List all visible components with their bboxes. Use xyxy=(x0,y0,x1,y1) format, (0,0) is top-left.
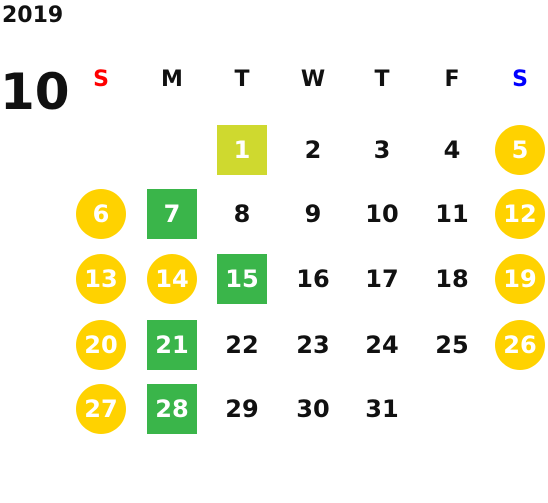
day-cell[interactable]: 29 xyxy=(225,395,259,423)
day-cell[interactable]: 17 xyxy=(365,265,399,293)
day-cell[interactable]: 30 xyxy=(296,395,330,423)
weekday-header-cell: T xyxy=(374,67,390,92)
day-cell[interactable]: 15 xyxy=(217,254,267,304)
day-cell[interactable]: 4 xyxy=(443,136,461,164)
day-cell[interactable]: 27 xyxy=(76,384,126,434)
weekday-header-cell: M xyxy=(161,67,183,92)
year-label: 2019 xyxy=(2,3,64,28)
day-cell[interactable]: 28 xyxy=(147,384,197,434)
day-cell[interactable]: 19 xyxy=(495,254,545,304)
day-cell[interactable]: 25 xyxy=(435,331,469,359)
day-cell[interactable]: 5 xyxy=(495,125,545,175)
day-cell[interactable]: 14 xyxy=(147,254,197,304)
day-cell[interactable]: 16 xyxy=(296,265,330,293)
month-label: 10 xyxy=(0,63,70,121)
day-cell[interactable]: 1 xyxy=(217,125,267,175)
day-cell[interactable]: 11 xyxy=(435,200,469,228)
day-cell[interactable]: 31 xyxy=(365,395,399,423)
day-cell[interactable]: 21 xyxy=(147,320,197,370)
day-cell[interactable]: 9 xyxy=(304,200,322,228)
weekday-header-cell: T xyxy=(234,67,250,92)
weekday-header-cell: F xyxy=(444,67,460,92)
weekday-header-cell: S xyxy=(93,67,109,92)
day-cell[interactable]: 20 xyxy=(76,320,126,370)
weekday-header-cell: W xyxy=(300,67,326,92)
day-cell[interactable]: 24 xyxy=(365,331,399,359)
day-cell[interactable]: 12 xyxy=(495,189,545,239)
day-cell[interactable]: 10 xyxy=(365,200,399,228)
day-cell[interactable]: 7 xyxy=(147,189,197,239)
day-cell[interactable]: 3 xyxy=(373,136,391,164)
day-cell[interactable]: 23 xyxy=(296,331,330,359)
day-cell[interactable]: 2 xyxy=(304,136,322,164)
day-cell[interactable]: 13 xyxy=(76,254,126,304)
day-cell[interactable]: 6 xyxy=(76,189,126,239)
day-cell[interactable]: 8 xyxy=(233,200,251,228)
weekday-header-cell: S xyxy=(512,67,528,92)
day-cell[interactable]: 22 xyxy=(225,331,259,359)
day-cell[interactable]: 18 xyxy=(435,265,469,293)
day-cell[interactable]: 26 xyxy=(495,320,545,370)
